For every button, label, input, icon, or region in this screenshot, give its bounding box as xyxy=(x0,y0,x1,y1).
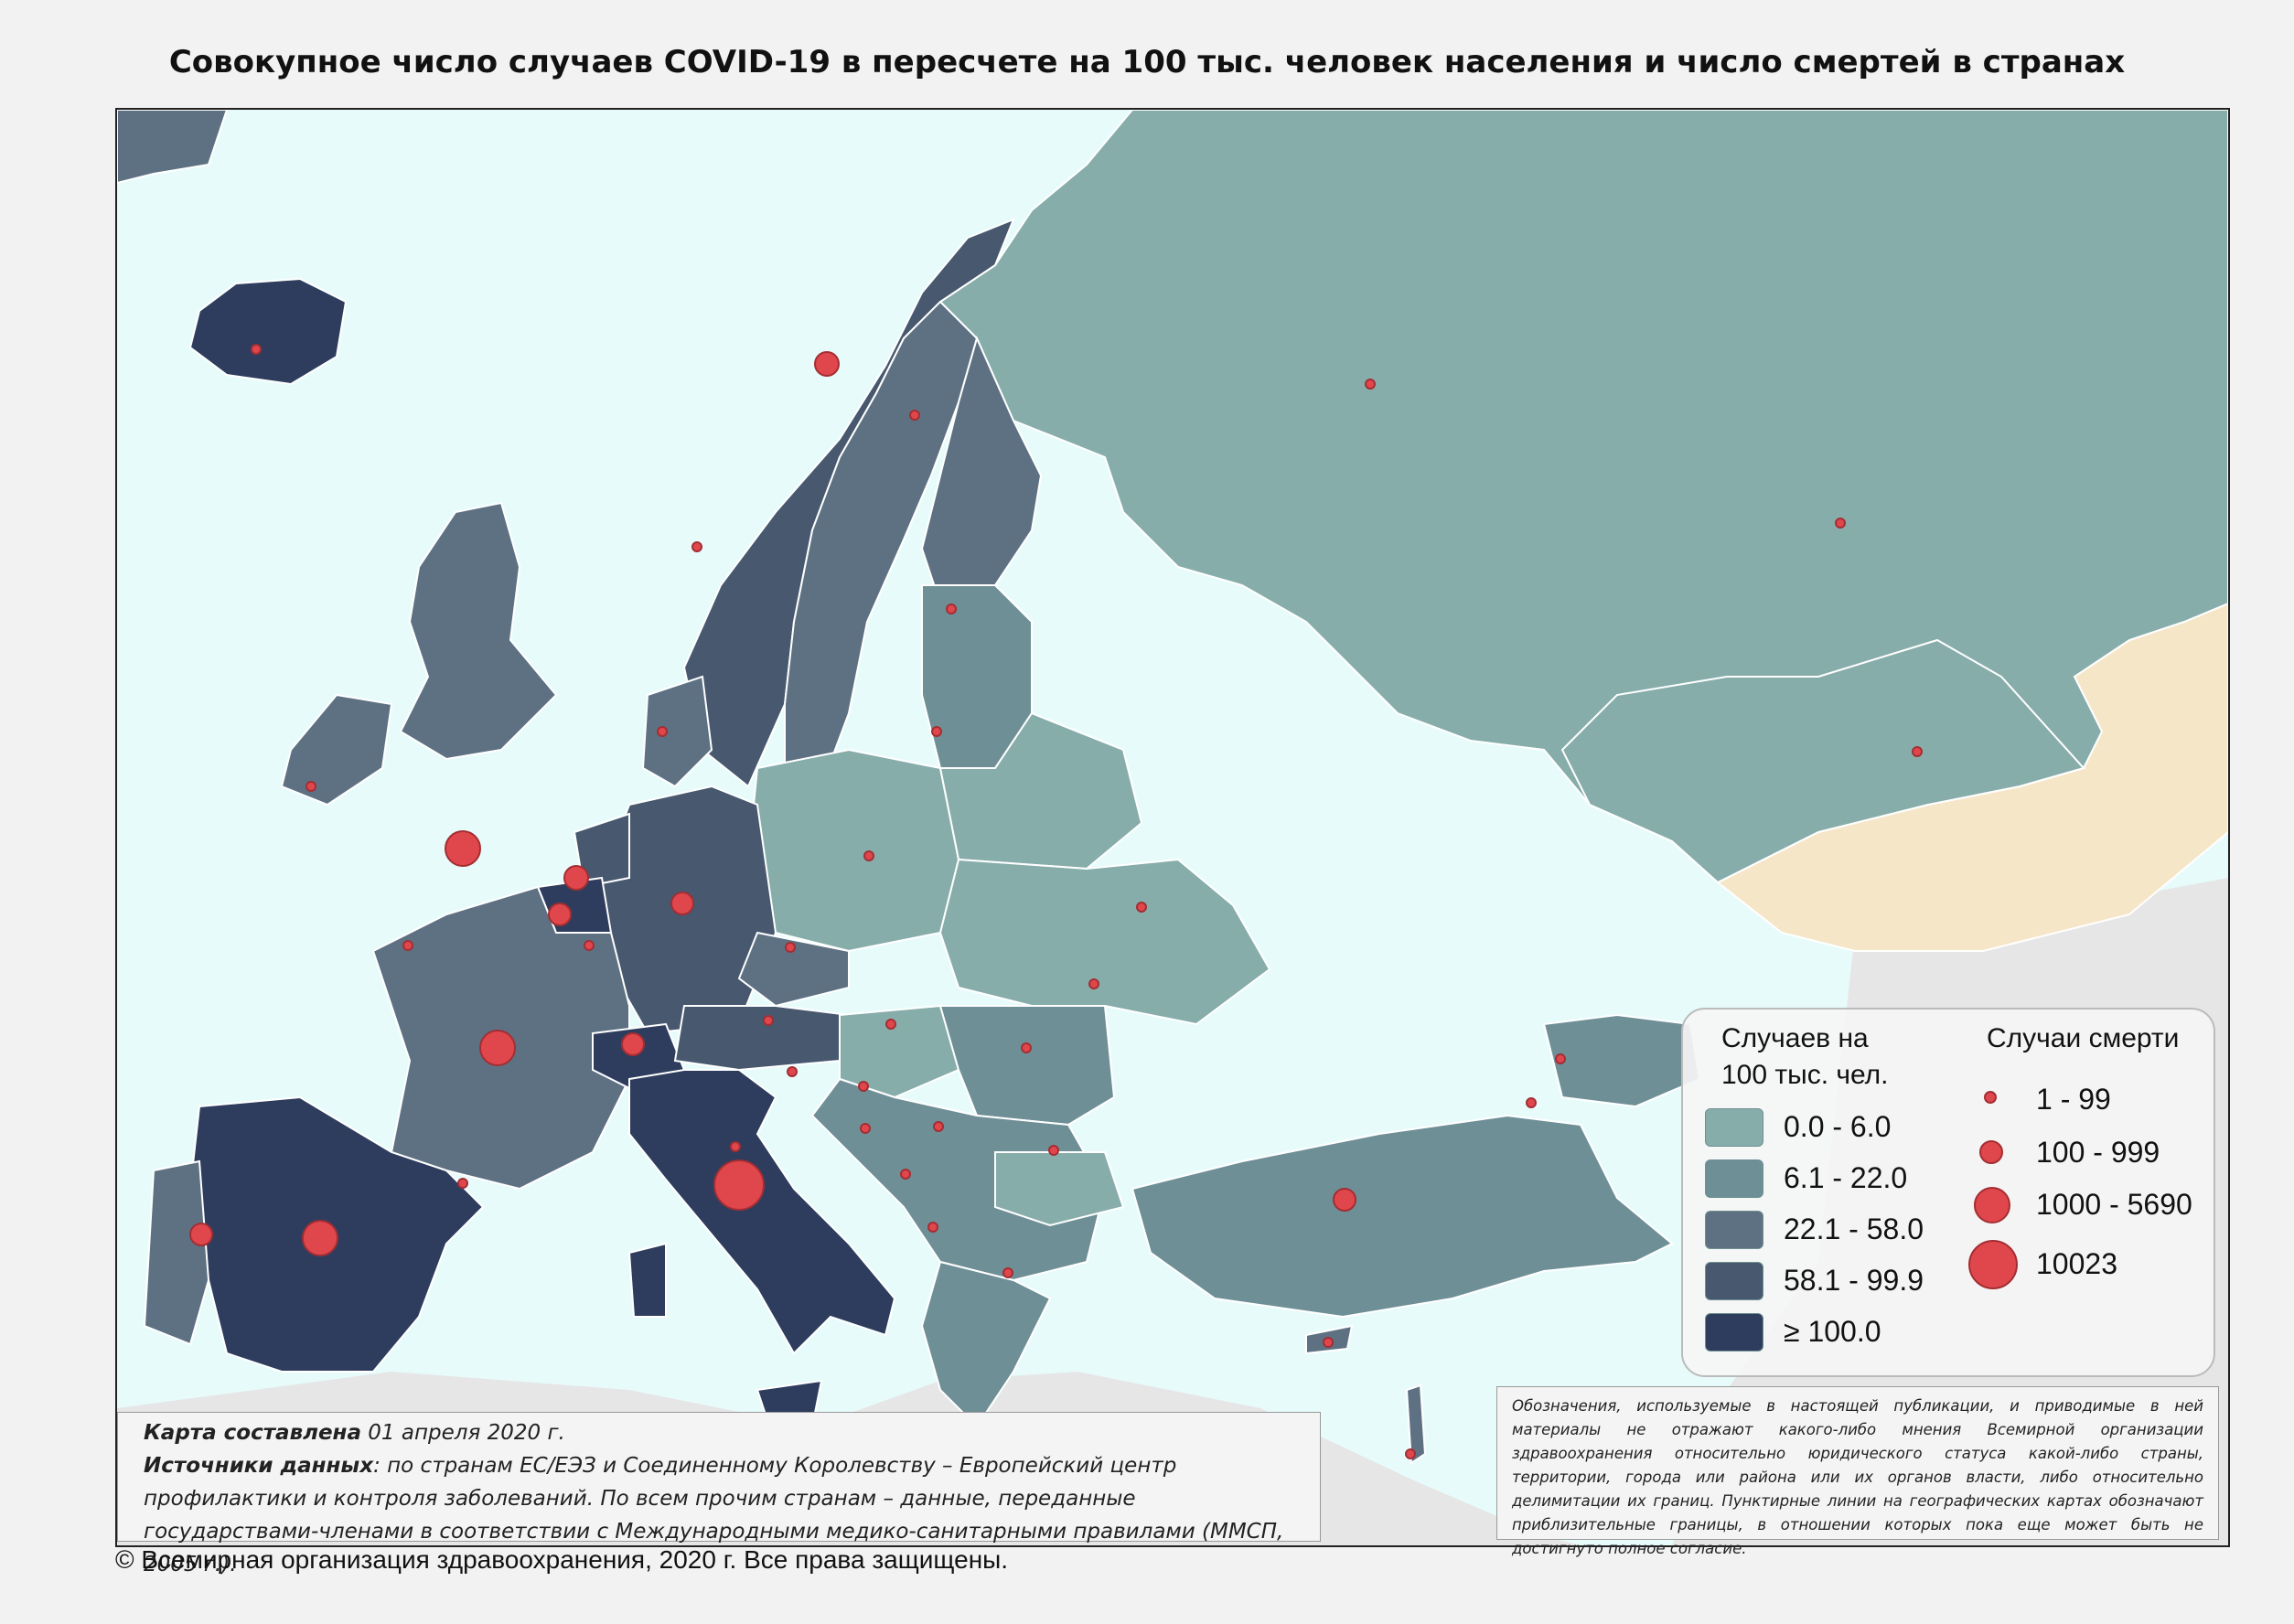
legend-swatch-2 xyxy=(1705,1159,1763,1198)
death-markers xyxy=(189,344,1923,1459)
death-marker-uk[interactable] xyxy=(445,830,481,867)
death-marker-ireland[interactable] xyxy=(306,781,316,792)
sources-text: : по странам ЕС/ЕЭЗ и Соединенному Корол… xyxy=(144,1454,1284,1576)
death-marker-greece[interactable] xyxy=(1002,1267,1013,1278)
country-portugal[interactable] xyxy=(143,1159,210,1346)
country-bulgaria[interactable] xyxy=(994,1151,1125,1227)
death-marker-bulgaria[interactable] xyxy=(1048,1145,1059,1156)
map-title: Совокупное число случаев COVID-19 в пере… xyxy=(168,44,2126,80)
legend-cases-title-line2: 100 тыс. чел. xyxy=(1721,1060,1889,1090)
death-marker-luxembourg[interactable] xyxy=(584,940,595,951)
copyright: © Всемирная организация здравоохранения,… xyxy=(115,1545,1009,1574)
death-marker-norway[interactable] xyxy=(691,541,702,552)
death-marker-montenegro[interactable] xyxy=(900,1169,911,1180)
legend-bin-label-3: 22.1 - 58.0 xyxy=(1784,1213,1924,1245)
death-marker-serbia[interactable] xyxy=(933,1121,944,1132)
death-marker-spain[interactable] xyxy=(302,1220,338,1256)
death-marker-belgium[interactable] xyxy=(548,903,572,926)
country-caucasus[interactable] xyxy=(1542,1013,1701,1108)
legend-dot-4 xyxy=(1968,1240,2018,1289)
compiled-date: 01 апреля 2020 г. xyxy=(360,1421,565,1445)
death-marker-turkey[interactable] xyxy=(1333,1188,1356,1212)
death-marker-denmark[interactable] xyxy=(657,726,668,737)
country-sardinia[interactable] xyxy=(627,1242,667,1318)
death-marker-france[interactable] xyxy=(479,1030,516,1066)
death-marker-hungary[interactable] xyxy=(885,1019,896,1030)
death-marker-russia[interactable] xyxy=(1365,379,1376,390)
legend-swatch-5 xyxy=(1705,1313,1763,1352)
country-austria[interactable] xyxy=(673,1005,851,1072)
death-marker-kazakhstan[interactable] xyxy=(1912,746,1923,757)
country-poland[interactable] xyxy=(746,748,960,953)
legend-bin-label-1: 0.0 - 6.0 xyxy=(1784,1110,1892,1143)
death-marker-switzerland[interactable] xyxy=(621,1032,645,1056)
country-kazakhstan[interactable] xyxy=(1560,638,2085,884)
legend-bin-label-2: 6.1 - 22.0 xyxy=(1784,1161,1908,1194)
death-marker-netherlands[interactable] xyxy=(563,865,589,891)
country-iceland[interactable] xyxy=(188,277,348,386)
death-marker-moldova[interactable] xyxy=(1088,978,1099,989)
source-box: Карта составлена 01 апреля 2020 г. Источ… xyxy=(117,1412,1321,1576)
country-romania[interactable] xyxy=(938,1005,1116,1127)
death-marker-estonia[interactable] xyxy=(946,604,957,614)
death-marker-romania[interactable] xyxy=(1021,1042,1032,1053)
death-marker-georgia[interactable] xyxy=(1555,1053,1566,1064)
death-marker-armenia[interactable] xyxy=(1526,1097,1537,1108)
land-greenland xyxy=(117,110,229,185)
country-uk[interactable] xyxy=(399,501,558,761)
death-marker-austria[interactable] xyxy=(763,1015,774,1026)
death-marker-cyprus[interactable] xyxy=(1323,1337,1334,1348)
country-israel[interactable] xyxy=(1405,1384,1427,1465)
legend-dot-2 xyxy=(1979,1140,2003,1164)
legend-dot-label-2: 100 - 999 xyxy=(2036,1136,2160,1169)
legend-deaths-title: Случаи смерти xyxy=(1987,1023,2180,1053)
country-balkans[interactable] xyxy=(810,1077,1107,1282)
country-hungary[interactable] xyxy=(839,1004,960,1099)
death-marker-croatia[interactable] xyxy=(858,1081,869,1092)
legend-cases-title-line1: Случаев на xyxy=(1721,1023,1869,1053)
country-turkey[interactable] xyxy=(1131,1114,1674,1319)
country-ireland[interactable] xyxy=(280,693,393,807)
disclaimer-box: Обозначения, используемые в настоящей пу… xyxy=(1496,1386,2219,1557)
death-marker-germany[interactable] xyxy=(670,892,694,915)
death-marker-iceland[interactable] xyxy=(251,344,262,355)
death-marker-russia-east[interactable] xyxy=(1835,518,1846,529)
death-marker-portugal[interactable] xyxy=(189,1223,213,1246)
death-marker-lithuania[interactable] xyxy=(931,726,942,737)
legend-dot-label-3: 1000 - 5690 xyxy=(2036,1188,2192,1221)
legend-swatch-3 xyxy=(1705,1211,1763,1249)
country-ukraine[interactable] xyxy=(938,858,1271,1026)
death-marker-sweden[interactable] xyxy=(814,351,840,377)
compiled-label: Карта составлена xyxy=(144,1421,361,1445)
death-marker-france-channel[interactable] xyxy=(402,940,413,951)
death-marker-slovenia[interactable] xyxy=(787,1066,798,1077)
death-marker-poland[interactable] xyxy=(863,850,874,861)
country-denmark[interactable] xyxy=(641,675,713,788)
legend-dot-1 xyxy=(1984,1091,1997,1104)
legend-bin-label-5: ≥ 100.0 xyxy=(1784,1315,1881,1348)
death-marker-finland[interactable] xyxy=(909,410,920,421)
country-greece[interactable] xyxy=(920,1260,1052,1428)
legend-swatch-1 xyxy=(1705,1108,1763,1147)
legend-dot-3 xyxy=(1974,1187,2010,1223)
death-marker-albania[interactable] xyxy=(927,1222,938,1233)
death-marker-czechia[interactable] xyxy=(785,942,796,953)
death-marker-san-marino[interactable] xyxy=(730,1141,741,1152)
legend-bin-label-4: 58.1 - 99.9 xyxy=(1784,1264,1924,1297)
death-marker-bosnia[interactable] xyxy=(860,1123,871,1134)
legend-dot-label-4: 10023 xyxy=(2036,1247,2117,1280)
legend: Случаев на 100 тыс. чел. Случаи смерти 0… xyxy=(1681,1008,2215,1377)
sources-label: Источники данных xyxy=(144,1454,374,1478)
death-marker-italy[interactable] xyxy=(713,1159,765,1211)
country-italy[interactable] xyxy=(628,1069,896,1355)
death-marker-ukraine[interactable] xyxy=(1136,902,1147,913)
legend-dot-label-1: 1 - 99 xyxy=(2036,1083,2111,1116)
death-marker-andorra[interactable] xyxy=(457,1178,468,1189)
death-marker-israel[interactable] xyxy=(1405,1448,1416,1459)
country-czechia[interactable] xyxy=(737,931,850,1008)
legend-swatch-4 xyxy=(1705,1262,1763,1300)
